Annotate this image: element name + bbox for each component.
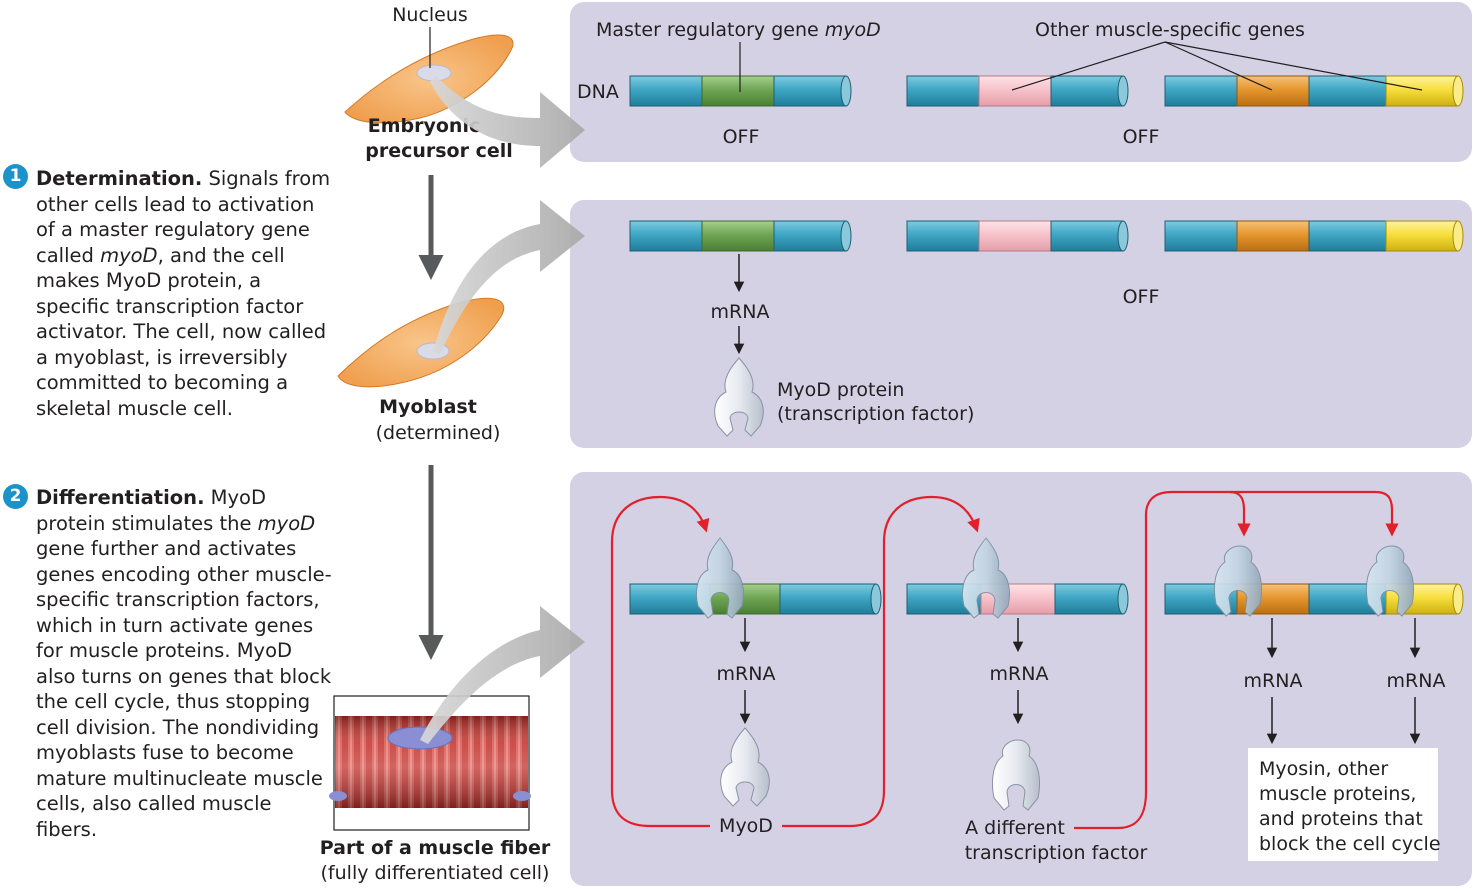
dna-other-myoblast-1 — [906, 220, 1129, 252]
mrna-label-yellow: mRNA — [1387, 670, 1446, 692]
master-gene-label: Master regulatory gene myoD — [596, 19, 881, 41]
myod-bound-tf-gene — [961, 537, 1011, 619]
myoblast-sublabel: (determined) — [376, 422, 501, 444]
step-2-gene: myoD — [257, 511, 316, 535]
fiber-label: Part of a muscle fiber — [320, 837, 551, 859]
myod-protein-myoblast — [714, 357, 764, 437]
tf-label-1: A different — [965, 817, 1065, 839]
dna-tf-gene-activated — [906, 583, 1129, 615]
feedback-loop-myod — [610, 495, 710, 828]
tf-bound-yellow-gene — [1365, 545, 1415, 617]
step-1-gene: myoD — [100, 243, 158, 267]
step-2-badge: 2 — [3, 484, 28, 509]
dna-muscle-genes-activated — [1164, 583, 1464, 615]
dna-other-myoblast-2 — [1164, 220, 1464, 252]
fiber-nucleus — [387, 726, 453, 750]
step-2-body-a: MyoD protein stimulates the — [36, 486, 266, 535]
box-line-4: block the cell cycle — [1259, 833, 1441, 855]
box-line-2: muscle proteins, — [1259, 783, 1416, 805]
nucleus-label: Nucleus — [392, 4, 468, 26]
step-1-text: Determination. Signals from other cells … — [36, 166, 336, 421]
dna-other-off-1 — [906, 75, 1129, 107]
curved-arrow-2 — [433, 200, 585, 354]
myod-protein-sublabel: (transcription factor) — [777, 403, 974, 425]
fiber-sublabel: (fully differentiated cell) — [321, 862, 550, 884]
myoblast-nucleus — [416, 342, 450, 360]
curved-arrow-1 — [430, 76, 585, 168]
step-1-body-b: , and the cell makes MyoD protein, a spe… — [36, 243, 327, 420]
step-2-body-b: gene further and activates genes encodin… — [36, 537, 332, 841]
feedback-branch-orange — [1229, 490, 1251, 537]
step-2-text: Differentiation. MyoD protein stimulates… — [36, 485, 336, 842]
panel-myoblast — [570, 200, 1472, 448]
muscle-proteins-box — [1248, 748, 1438, 861]
off-label-others: OFF — [1123, 126, 1160, 148]
tf-protein-new — [991, 739, 1041, 811]
off-label-myod: OFF — [723, 126, 760, 148]
step-1-badge: 1 — [3, 164, 28, 189]
myod-protein-label: MyoD protein — [777, 379, 904, 401]
myod-protein-new — [720, 727, 770, 807]
dna-other-off-2 — [1164, 75, 1464, 107]
off-label-myoblast: OFF — [1123, 286, 1160, 308]
tf-bound-orange-gene — [1213, 545, 1263, 617]
embryonic-label-1: Embryonic — [368, 115, 481, 137]
curved-arrow-3 — [420, 606, 585, 744]
mrna-label-orange: mRNA — [1244, 670, 1303, 692]
box-line-1: Myosin, other — [1259, 758, 1388, 780]
dna-myod-off — [629, 75, 852, 107]
myoblast-cell — [337, 297, 505, 388]
mrna-label-myoblast: mRNA — [711, 301, 770, 323]
fiber-nucleus-left — [329, 791, 347, 801]
step-1-body-a: Signals from other cells lead to activat… — [36, 167, 331, 267]
dna-label: DNA — [577, 81, 619, 103]
myod-bound-myod-gene — [695, 537, 745, 619]
box-line-3: and proteins that — [1259, 808, 1423, 830]
mrna-label-tf: mRNA — [990, 663, 1049, 685]
other-genes-label: Other muscle-specific genes — [1035, 19, 1305, 41]
other-genes-pointers — [1011, 41, 1423, 91]
myod-label: MyoD — [719, 815, 773, 837]
fiber-nucleus-right — [513, 791, 531, 801]
feedback-loop-muscle-genes — [1074, 490, 1399, 830]
tf-label-2: transcription factor — [965, 842, 1148, 864]
dna-myod-activated — [629, 583, 882, 615]
embryonic-label-2: precursor cell — [365, 140, 513, 162]
myoblast-label: Myoblast — [379, 396, 477, 418]
feedback-loop-tf — [782, 495, 980, 828]
step-2-title: Differentiation. — [36, 486, 205, 509]
dna-myod-on — [629, 220, 852, 252]
mrna-label-myod: mRNA — [717, 663, 776, 685]
step-1-title: Determination. — [36, 167, 203, 190]
